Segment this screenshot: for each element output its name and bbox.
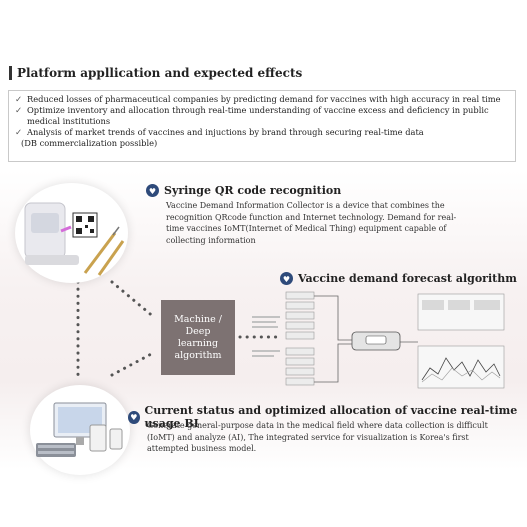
- syringe-line: recognition QRcode function and Internet…: [166, 212, 457, 222]
- ml-algorithm-box: Machine / Deep learning algorithm: [161, 300, 235, 375]
- syringe-device-circle: [15, 183, 128, 283]
- effect-item: medical institutions: [15, 116, 509, 127]
- title-bar: [9, 66, 12, 80]
- bi-line: attempted business model.: [147, 444, 257, 453]
- syringe-line: collecting information: [166, 235, 256, 245]
- bi-line: Generate general-purpose data in the med…: [147, 421, 488, 430]
- ml-line: Machine /: [174, 313, 222, 325]
- effect-item: ✓ Analysis of market trends of vaccines …: [15, 127, 509, 138]
- effect-item: ✓ Reduced losses of pharmaceutical compa…: [15, 94, 509, 105]
- input-blocks: [285, 291, 315, 386]
- effect-text: Analysis of market trends of vaccines an…: [27, 127, 424, 137]
- heart-icon: ♥: [146, 184, 159, 197]
- ml-line: Deep: [185, 325, 211, 337]
- monitor-illustration: [36, 402, 123, 457]
- heart-icon: ♥: [280, 272, 293, 285]
- output-panels: [417, 293, 505, 389]
- forecast-heading: ♥ Vaccine demand forecast algorithm: [280, 272, 517, 285]
- effect-text: Reduced losses of pharmaceutical compani…: [27, 94, 501, 104]
- connector-upper-diag: [110, 280, 157, 320]
- effect-text: medical institutions: [27, 116, 111, 126]
- ml-line: learning: [177, 337, 219, 349]
- syringe-line: time vaccines IoMT(Internet of Medical T…: [166, 224, 447, 233]
- bi-line: (IoMT) and analyze (AI), The integrated …: [147, 432, 469, 442]
- effect-item: (DB commercialization possible): [15, 138, 509, 149]
- ml-line: algorithm: [174, 349, 222, 361]
- syringe-title: Syringe QR code recognition: [164, 184, 342, 197]
- check-icon: ✓: [15, 105, 22, 115]
- connector-lower-diag: [110, 350, 157, 377]
- section-title-text: Platform appllication and expected effec…: [17, 66, 303, 80]
- effect-text: (DB commercialization possible): [21, 138, 158, 148]
- flow-lines: [314, 295, 418, 383]
- syringe-description: Vaccine Demand Information Collector is …: [166, 200, 466, 246]
- check-icon: ✓: [15, 127, 22, 137]
- effects-box: ✓ Reduced losses of pharmaceutical compa…: [8, 90, 516, 162]
- effect-item: ✓ Optimize inventory and allocation thro…: [15, 105, 509, 116]
- heart-icon: ♥: [128, 410, 140, 424]
- bi-heading: ♥ Current status and optimized allocatio…: [128, 404, 527, 430]
- syringe-heading: ♥ Syringe QR code recognition: [146, 184, 341, 197]
- bi-monitor-circle: [30, 385, 130, 475]
- bi-description: Generate general-purpose data in the med…: [147, 420, 517, 455]
- tiny-labels: [252, 316, 280, 357]
- forecast-title: Vaccine demand forecast algorithm: [298, 272, 517, 285]
- check-icon: ✓: [15, 94, 22, 104]
- section-title: Platform appllication and expected effec…: [9, 66, 302, 80]
- forecast-algorithm-diagram: [252, 291, 505, 389]
- qr-device-illustration: [24, 202, 125, 276]
- syringe-line: Vaccine Demand Information Collector is …: [166, 201, 445, 210]
- effect-text: Optimize inventory and allocation throug…: [27, 105, 489, 115]
- bi-title: Current status and optimized allocation …: [144, 404, 518, 430]
